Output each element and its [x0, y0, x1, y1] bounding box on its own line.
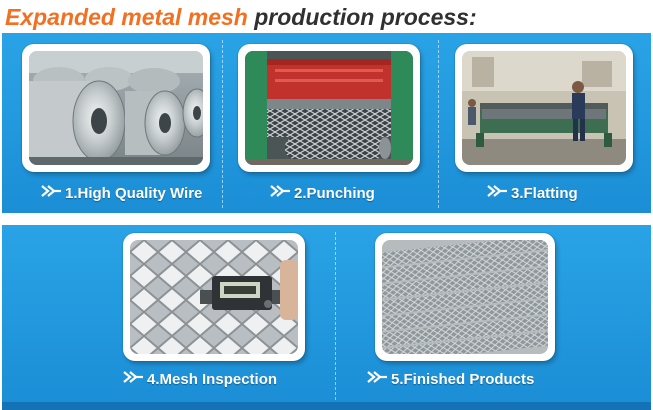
double-chevron-right-icon	[40, 184, 62, 204]
step-label: 3.Flatting	[511, 185, 578, 203]
divider	[335, 232, 336, 400]
step-card-mesh-inspection	[123, 233, 305, 361]
punching-machine-photo	[245, 51, 413, 165]
step-caption-punching: 2.Punching	[269, 184, 375, 204]
title-highlight: Expanded metal mesh	[5, 4, 248, 30]
step-label: 5.Finished Products	[391, 371, 535, 389]
step-caption-finished-products: 5.Finished Products	[366, 370, 534, 390]
flatting-machine-photo	[462, 51, 626, 165]
step-card-high-quality-wire	[22, 44, 210, 172]
step-card-finished-products	[375, 233, 555, 361]
double-chevron-right-icon	[269, 184, 291, 204]
steel-coils-photo	[29, 51, 203, 165]
title-rest: production process:	[254, 4, 477, 30]
double-chevron-right-icon	[122, 370, 144, 390]
step-label: 2.Punching	[294, 185, 375, 203]
step-card-flatting	[455, 44, 633, 172]
mesh-caliper-photo	[130, 240, 298, 354]
step-caption-mesh-inspection: 4.Mesh Inspection	[122, 370, 277, 390]
divider	[438, 40, 439, 208]
step-label: 1.High Quality Wire	[65, 185, 203, 203]
double-chevron-right-icon	[486, 184, 508, 204]
step-caption-flatting: 3.Flatting	[486, 184, 578, 204]
step-label: 4.Mesh Inspection	[147, 371, 278, 389]
page-title: Expanded metal mesh production process:	[5, 2, 477, 32]
step-caption-high-quality-wire: 1.High Quality Wire	[40, 184, 202, 204]
divider	[222, 40, 223, 208]
bottom-strip	[2, 402, 651, 410]
double-chevron-right-icon	[366, 370, 388, 390]
mesh-rolls-photo	[382, 240, 548, 354]
step-card-punching	[238, 44, 420, 172]
